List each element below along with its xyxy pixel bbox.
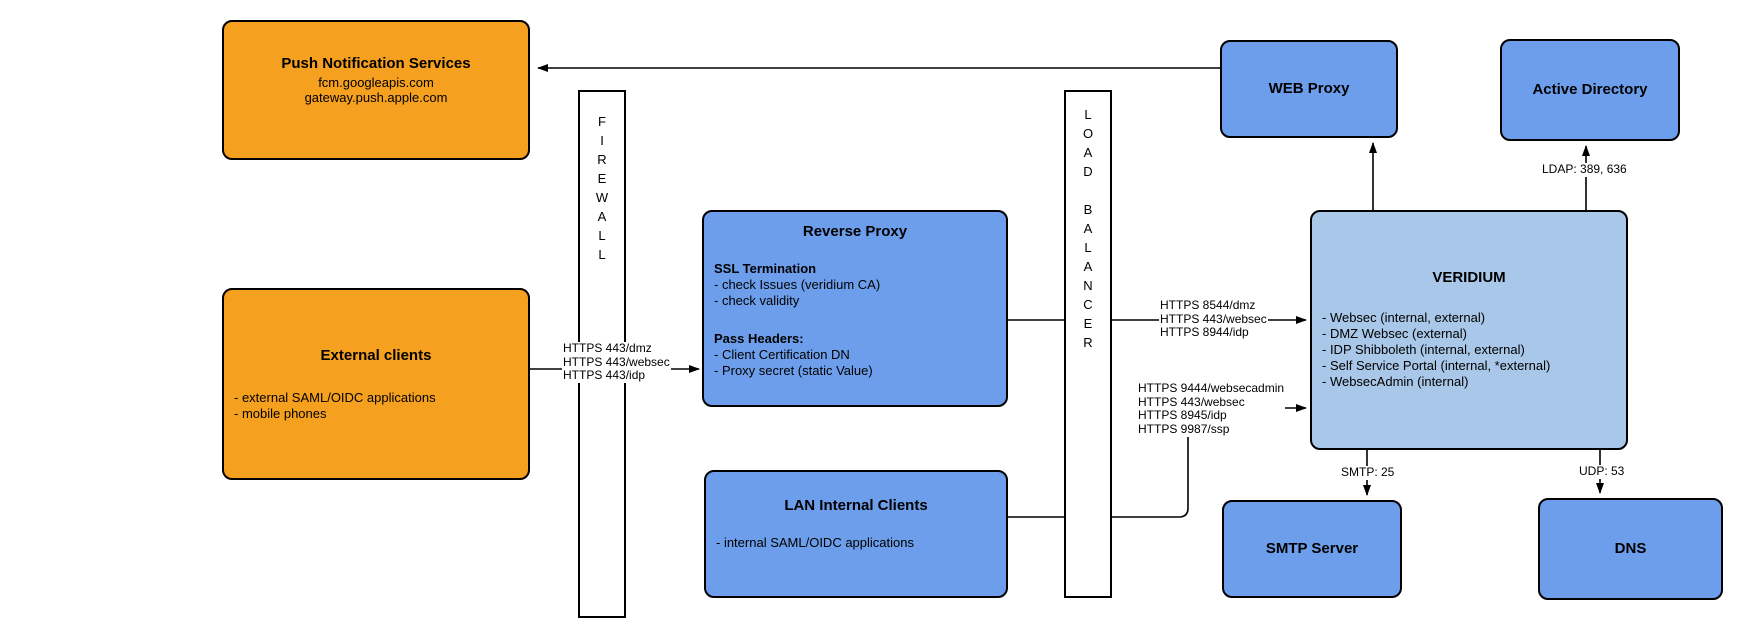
external-clients-title: External clients bbox=[320, 347, 432, 364]
node-dns: DNS bbox=[1538, 498, 1723, 600]
node-push-notification-services: Push Notification Services fcm.googleapi… bbox=[222, 20, 530, 160]
edge-label-ldap: LDAP: 389, 636 bbox=[1541, 162, 1628, 177]
push-endpoint-fcm: fcm.googleapis.com bbox=[318, 75, 434, 90]
node-lan-internal-clients: LAN Internal Clients - internal SAML/OID… bbox=[704, 470, 1008, 598]
edge-label-line: HTTPS 443/idp bbox=[563, 368, 646, 382]
dns-title: DNS bbox=[1614, 540, 1647, 557]
veridium-item: - WebsecAdmin (internal) bbox=[1322, 374, 1469, 389]
node-veridium: VERIDIUM - Websec (internal, external) -… bbox=[1310, 210, 1628, 450]
edge-label-smtp: SMTP: 25 bbox=[1340, 465, 1396, 480]
reverse-proxy-item: - check Issues (veridium CA) bbox=[714, 277, 881, 292]
edge-label-line: HTTPS 8944/idp bbox=[1160, 325, 1249, 339]
push-notification-title: Push Notification Services bbox=[281, 55, 471, 72]
edge-label-reverse-to-veridium: HTTPS 8544/dmz HTTPS 443/websec HTTPS 89… bbox=[1159, 298, 1268, 340]
edge-label-line: HTTPS 443/websec bbox=[1138, 394, 1245, 409]
reverse-proxy-item: - check validity bbox=[714, 293, 800, 308]
edge-label-lan-to-veridium: HTTPS 9444/websecadmin HTTPS 443/websec … bbox=[1137, 381, 1286, 436]
node-external-clients: External clients - external SAML/OIDC ap… bbox=[222, 288, 530, 480]
edge-label-line: HTTPS 443/websec bbox=[1160, 311, 1267, 326]
edge-label-line: HTTPS 9987/ssp bbox=[1138, 421, 1230, 436]
lan-internal-clients-title: LAN Internal Clients bbox=[784, 497, 928, 514]
node-web-proxy: WEB Proxy bbox=[1220, 40, 1398, 138]
edge-label-line: HTTPS 443/websec bbox=[563, 354, 670, 369]
smtp-server-title: SMTP Server bbox=[1265, 540, 1359, 557]
veridium-item: - IDP Shibboleth (internal, external) bbox=[1322, 342, 1525, 357]
external-clients-item: - external SAML/OIDC applications bbox=[234, 390, 436, 405]
external-clients-item: - mobile phones bbox=[234, 406, 327, 421]
edge-label-line: HTTPS 8945/idp bbox=[1138, 408, 1227, 422]
active-directory-title: Active Directory bbox=[1532, 81, 1648, 98]
edge-label-line: HTTPS 9444/websecadmin bbox=[1138, 381, 1285, 395]
reverse-proxy-title: Reverse Proxy bbox=[802, 223, 908, 240]
node-smtp-server: SMTP Server bbox=[1222, 500, 1402, 598]
edge-label-line: HTTPS 8544/dmz bbox=[1160, 298, 1256, 312]
push-endpoint-apns: gateway.push.apple.com bbox=[304, 90, 448, 105]
edge-label-external-to-reverse: HTTPS 443/dmz HTTPS 443/websec HTTPS 443… bbox=[562, 341, 671, 383]
reverse-proxy-section-heading: Pass Headers: bbox=[714, 331, 804, 346]
edge-label-line: HTTPS 443/dmz bbox=[563, 341, 652, 355]
veridium-item: - DMZ Websec (external) bbox=[1322, 326, 1467, 341]
reverse-proxy-item: - Client Certification DN bbox=[714, 347, 850, 362]
reverse-proxy-item: - Proxy secret (static Value) bbox=[714, 363, 873, 378]
veridium-item: - Self Service Portal (internal, *extern… bbox=[1322, 358, 1551, 373]
veridium-title: VERIDIUM bbox=[1432, 269, 1506, 286]
web-proxy-title: WEB Proxy bbox=[1268, 80, 1350, 97]
veridium-item: - Websec (internal, external) bbox=[1322, 310, 1486, 325]
reverse-proxy-section-heading: SSL Termination bbox=[714, 261, 817, 276]
node-active-directory: Active Directory bbox=[1500, 39, 1680, 141]
edge-label-udp: UDP: 53 bbox=[1578, 464, 1626, 479]
node-reverse-proxy: Reverse Proxy SSL Termination - check Is… bbox=[702, 210, 1008, 407]
lan-internal-clients-item: - internal SAML/OIDC applications bbox=[716, 535, 914, 550]
